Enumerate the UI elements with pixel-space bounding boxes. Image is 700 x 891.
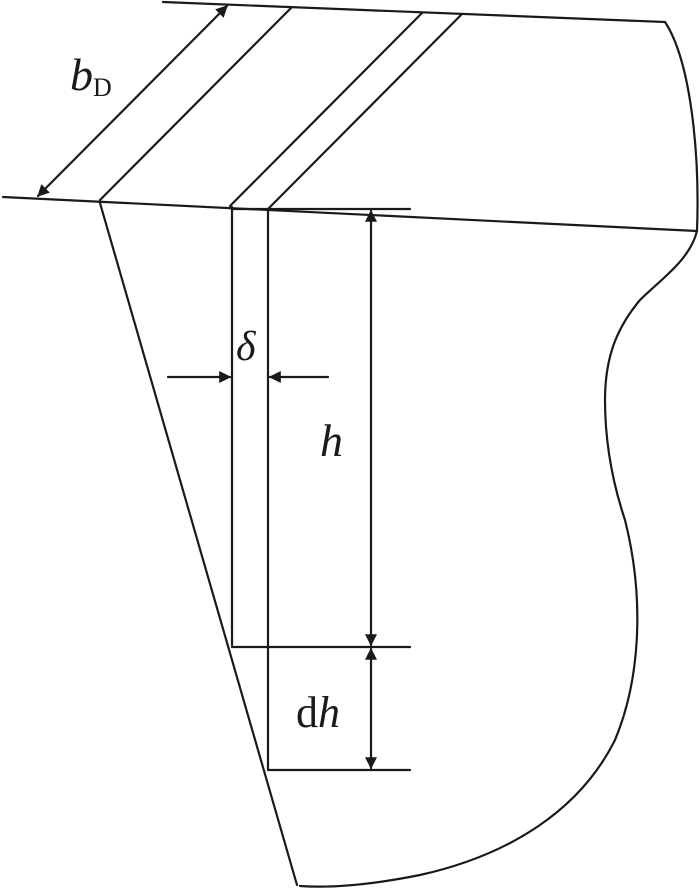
dh-label: dh (296, 688, 340, 737)
tool-curved-outline (298, 20, 699, 888)
flank-edge-line (98, 201, 299, 887)
h-label: h (320, 415, 343, 466)
dh-dimension: dh (266, 647, 412, 772)
delta-dimension: δ (166, 324, 330, 383)
chip-bands (98, 5, 463, 211)
delta-label: δ (236, 324, 257, 370)
chip-band-line-3 (266, 13, 463, 211)
cutting-edge-line (1, 195, 699, 233)
bD-dimension: bD (36, 4, 229, 198)
bD-label: bD (70, 49, 112, 102)
layer-strip (230, 205, 412, 772)
bD-dimension-arrow (36, 4, 229, 198)
rake-face-top-edge (161, 0, 667, 24)
chip-band-line-2 (228, 11, 424, 208)
h-dimension: h (230, 209, 412, 649)
